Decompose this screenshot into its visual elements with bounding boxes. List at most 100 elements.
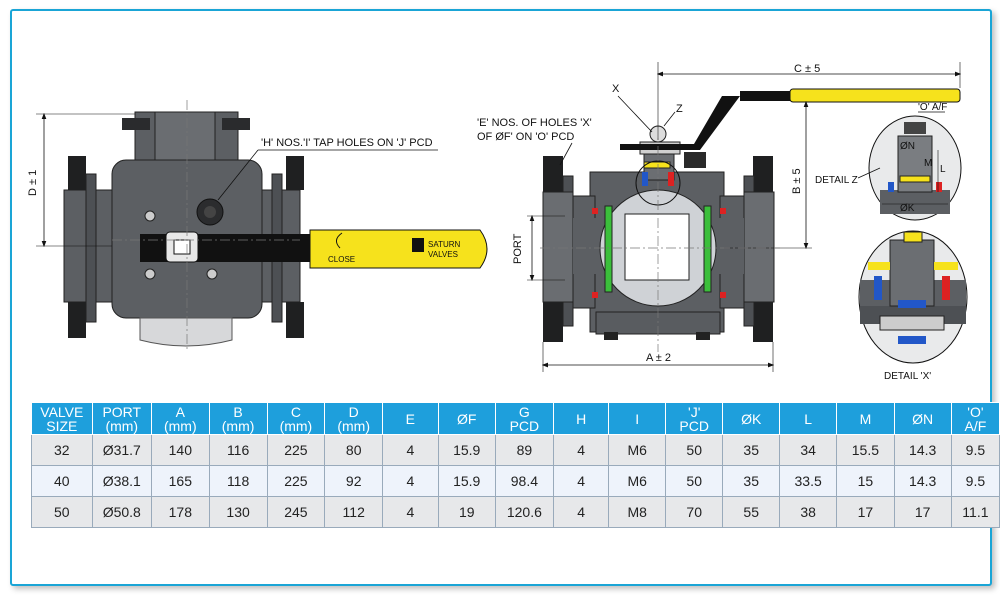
header-line1: ØF [457, 410, 477, 427]
header-line1: A [175, 403, 185, 420]
header-line1: E [405, 410, 416, 427]
table-cell: 15.9 [437, 465, 496, 497]
header-line1: ØK [741, 410, 762, 427]
k-label: ØK [900, 203, 915, 214]
right-view: C ± 5 B ± 5 A ± 2 PORT X Z 'E' NOS. OF H… [477, 62, 962, 372]
detail-x-title: DETAIL 'X' [884, 371, 931, 382]
tap-holes-note: 'H' NOS.'I' TAP HOLES ON 'J' PCD [261, 137, 433, 149]
table-cell: 245 [266, 496, 326, 528]
header-line1: B [233, 403, 243, 420]
table-cell: 4 [552, 434, 610, 466]
header-line2: (mm) [279, 417, 313, 434]
m-label: M [924, 158, 932, 169]
label-z: Z [676, 103, 683, 115]
table-header-cell: L [778, 402, 838, 435]
table-cell: 35 [722, 465, 780, 497]
table-cell: 34 [778, 434, 838, 466]
table-cell: 55 [722, 496, 780, 528]
header-line2: (mm) [337, 417, 371, 434]
table-cell: 17 [893, 496, 952, 528]
left-view: CLOSE SATURN VALVES D ± 1 'H' NOS.'I' TA… [27, 100, 488, 352]
table-cell: 32 [31, 434, 93, 466]
table-cell: M6 [608, 465, 666, 497]
dim-c-label: C ± 5 [794, 63, 820, 75]
table-cell: 50 [664, 465, 724, 497]
header-line1: VALVE [40, 403, 84, 420]
table-cell: 80 [324, 434, 384, 466]
dim-d-label: D ± 1 [27, 170, 39, 196]
table-header-cell: I [608, 402, 666, 435]
table-cell: 112 [324, 496, 384, 528]
table-cell: 14.3 [893, 465, 952, 497]
table-cell: 70 [664, 496, 724, 528]
header-line2: (mm) [221, 417, 255, 434]
table-cell: 50 [31, 496, 93, 528]
table-header-cell: PORT(mm) [91, 402, 152, 435]
table-cell: 33.5 [778, 465, 838, 497]
table-cell: 11.1 [950, 496, 1000, 528]
detail-z-title: DETAIL Z [815, 175, 858, 186]
table-cell: 4 [552, 465, 610, 497]
table-cell: 35 [722, 434, 780, 466]
table-cell: 225 [266, 465, 326, 497]
header-line1: D [348, 403, 359, 420]
table-cell: 4 [382, 434, 439, 466]
header-line1: L [804, 410, 813, 427]
n-label: ØN [900, 141, 915, 152]
detail-x: DETAIL 'X' [858, 230, 968, 382]
header-line1: G [518, 403, 530, 420]
table-header-cell: E [382, 402, 439, 435]
table-cell: 17 [836, 496, 895, 528]
header-line1: 'O' [967, 403, 984, 420]
table-cell: 120.6 [494, 496, 554, 528]
table-cell: 98.4 [494, 465, 554, 497]
l-label: L [940, 164, 946, 175]
header-line1: C [290, 403, 301, 420]
o-af-label: 'O' A/F [918, 102, 947, 113]
valve-drawing: CLOSE SATURN VALVES D ± 1 'H' NOS.'I' TA… [27, 62, 968, 382]
table-cell: 4 [382, 465, 439, 497]
table-cell: 15 [836, 465, 895, 497]
table-header-cell: ØN [893, 402, 952, 435]
table-cell: 40 [31, 465, 93, 497]
header-line1: M [859, 410, 872, 427]
table-cell: 92 [324, 465, 384, 497]
table-cell: M8 [608, 496, 666, 528]
header-line2: (mm) [105, 417, 139, 434]
header-line2: A/F [964, 417, 987, 434]
table-cell: 9.5 [950, 434, 1000, 466]
table-cell: M6 [608, 434, 666, 466]
header-line1: ØN [912, 410, 934, 427]
header-line1: PORT [102, 403, 142, 420]
holes-note-line1: 'E' NOS. OF HOLES 'X' [477, 117, 592, 129]
label-x: X [612, 83, 620, 95]
table-cell: 19 [437, 496, 496, 528]
table-header-cell: ØF [437, 402, 496, 435]
table-cell: 118 [208, 465, 268, 497]
table-cell: 89 [494, 434, 554, 466]
header-line1: H [576, 410, 587, 427]
port-label: PORT [512, 233, 524, 264]
header-line2: (mm) [163, 417, 197, 434]
table-cell: 116 [208, 434, 268, 466]
table-cell: 4 [552, 496, 610, 528]
table-header-cell: C(mm) [266, 402, 326, 435]
table-header-cell: ØK [722, 402, 780, 435]
table-cell: 225 [266, 434, 326, 466]
table-cell: 4 [382, 496, 439, 528]
dim-b-label: B ± 5 [791, 168, 803, 194]
table-cell: Ø31.7 [91, 434, 152, 466]
table-cell: 14.3 [893, 434, 952, 466]
detail-z: 'O' A/F ØN M L ØK DETAIL Z [815, 102, 962, 221]
table-header-cell: D(mm) [324, 402, 384, 435]
holes-note-line2: OF ØF' ON 'O' PCD [477, 131, 574, 143]
table-header-cell: H [552, 402, 610, 435]
table-header-cell: B(mm) [208, 402, 268, 435]
